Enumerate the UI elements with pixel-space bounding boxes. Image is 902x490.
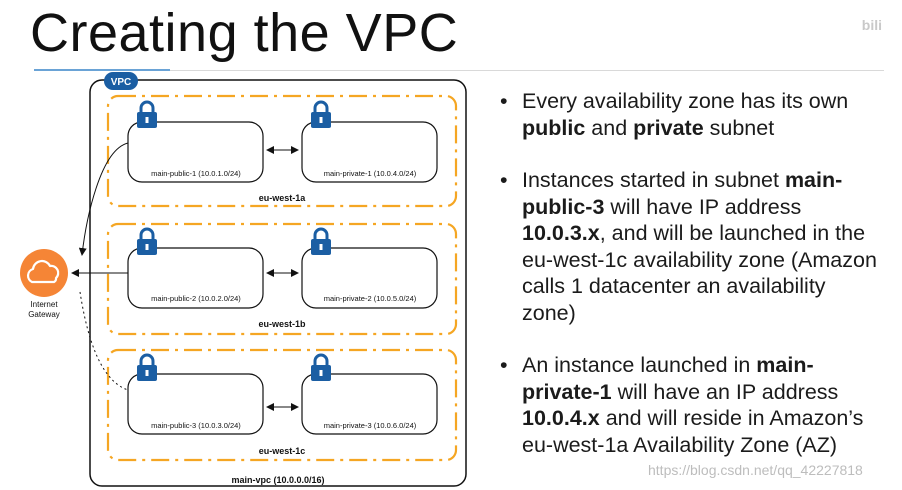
private-subnet (301, 373, 438, 435)
page-title: Creating the VPC (30, 3, 459, 63)
zone-label: eu-west-1c (259, 446, 306, 456)
public-subnet (127, 373, 264, 435)
vpc-badge: VPC (104, 72, 138, 90)
subnet-label: main-public-3 (10.0.3.0/24) (151, 421, 241, 430)
bullet-point: Every availability zone has its own publ… (500, 88, 880, 141)
subnet-label: main-private-1 (10.0.4.0/24) (324, 169, 417, 178)
availability-zone: eu-west-1a main-public-1 (10.0.1.0/24) m… (106, 94, 458, 208)
vpc-boundary (89, 79, 467, 487)
title-divider (34, 70, 884, 71)
explanation-list: Every availability zone has its own publ… (500, 88, 880, 484)
vpc-label: main-vpc (10.0.0.0/16) (231, 475, 324, 485)
gateway-connector (79, 291, 129, 391)
gateway-connector (78, 142, 129, 256)
private-subnet (301, 247, 438, 309)
cloud-icon (20, 249, 68, 297)
zone-label: eu-west-1b (258, 319, 306, 329)
svg-text:VPC: VPC (111, 77, 132, 88)
lock-icon (309, 353, 333, 383)
bullet-point: Instances started in subnet main-public-… (500, 167, 880, 326)
subnet-label: main-private-2 (10.0.5.0/24) (324, 294, 417, 303)
lock-icon (309, 227, 333, 257)
subnet-label: main-public-1 (10.0.1.0/24) (151, 169, 241, 178)
public-subnet (127, 121, 264, 183)
watermark-url: https://blog.csdn.net/qq_42227818 (648, 462, 863, 478)
lock-icon (309, 100, 333, 130)
availability-zone: eu-west-1b main-public-2 (10.0.2.0/24) m… (106, 222, 458, 336)
watermark-text: bili (861, 17, 882, 33)
lock-icon (135, 100, 159, 130)
bullet-point: An instance launched in main-private-1 w… (500, 352, 880, 458)
private-subnet (301, 121, 438, 183)
availability-zone: eu-west-1c main-public-3 (10.0.3.0/24) m… (106, 348, 458, 462)
zone-label: eu-west-1a (259, 193, 307, 203)
gateway-label: Internet (30, 300, 58, 309)
public-subnet (127, 247, 264, 309)
lock-icon (135, 227, 159, 257)
watermark-logo: bili (732, 12, 882, 38)
subnet-label: main-private-3 (10.0.6.0/24) (324, 421, 417, 430)
subnet-label: main-public-2 (10.0.2.0/24) (151, 294, 241, 303)
title-divider-accent (34, 69, 170, 71)
gateway-label: Gateway (28, 310, 60, 319)
lock-icon (135, 353, 159, 383)
internet-gateway: Internet Gateway (20, 249, 68, 319)
